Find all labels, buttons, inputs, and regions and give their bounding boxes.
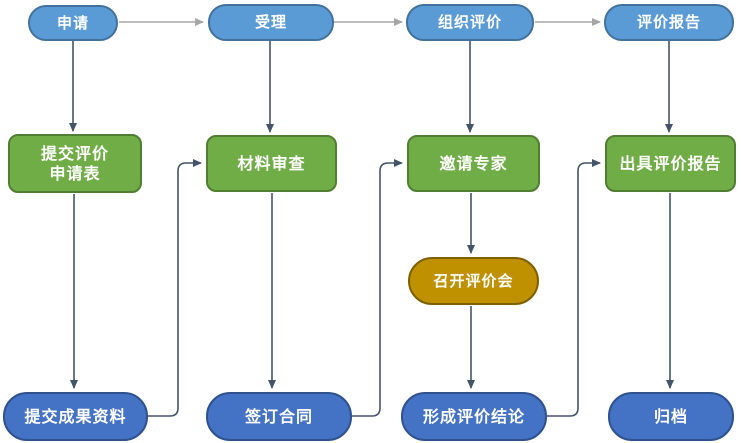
node-result-form-evaluation-conclusion: 形成评价结论 <box>401 392 547 441</box>
node-stage-evaluation-report: 评价报告 <box>604 4 734 41</box>
edge-result1-process2 <box>148 159 202 417</box>
node-label: 申请 <box>56 13 89 32</box>
node-label: 提交成果资料 <box>24 406 127 426</box>
node-label: 评价报告 <box>636 13 701 32</box>
node-process-material-review: 材料审查 <box>206 135 337 192</box>
node-label-line2: 申请表 <box>49 163 101 183</box>
node-stage-apply: 申请 <box>28 5 118 41</box>
node-label: 受理 <box>254 13 287 32</box>
node-meeting-hold-evaluation-meeting: 召开评价会 <box>408 257 539 305</box>
node-label: 签订合同 <box>244 406 313 426</box>
node-process-submit-application-form: 提交评价 申请表 <box>8 134 142 193</box>
node-label-line1: 提交评价 <box>40 143 109 163</box>
node-label: 召开评价会 <box>433 271 514 290</box>
edge-result3-process4 <box>547 159 601 417</box>
node-label: 邀请专家 <box>439 153 508 173</box>
node-label: 组织评价 <box>437 13 502 32</box>
node-result-archive: 归档 <box>608 392 734 441</box>
node-result-submit-achievement-materials: 提交成果资料 <box>3 392 148 441</box>
node-label: 材料审查 <box>237 153 306 173</box>
node-label: 归档 <box>653 406 688 426</box>
node-stage-accept: 受理 <box>208 4 334 41</box>
node-process-issue-evaluation-report: 出具评价报告 <box>605 135 736 192</box>
node-label: 形成评价结论 <box>422 406 525 426</box>
node-stage-organize-evaluation: 组织评价 <box>406 4 534 41</box>
node-label: 出具评价报告 <box>619 153 722 173</box>
edge-result2-process3 <box>352 159 403 417</box>
node-process-invite-experts: 邀请专家 <box>407 135 540 192</box>
node-result-sign-contract: 签订合同 <box>206 392 352 441</box>
